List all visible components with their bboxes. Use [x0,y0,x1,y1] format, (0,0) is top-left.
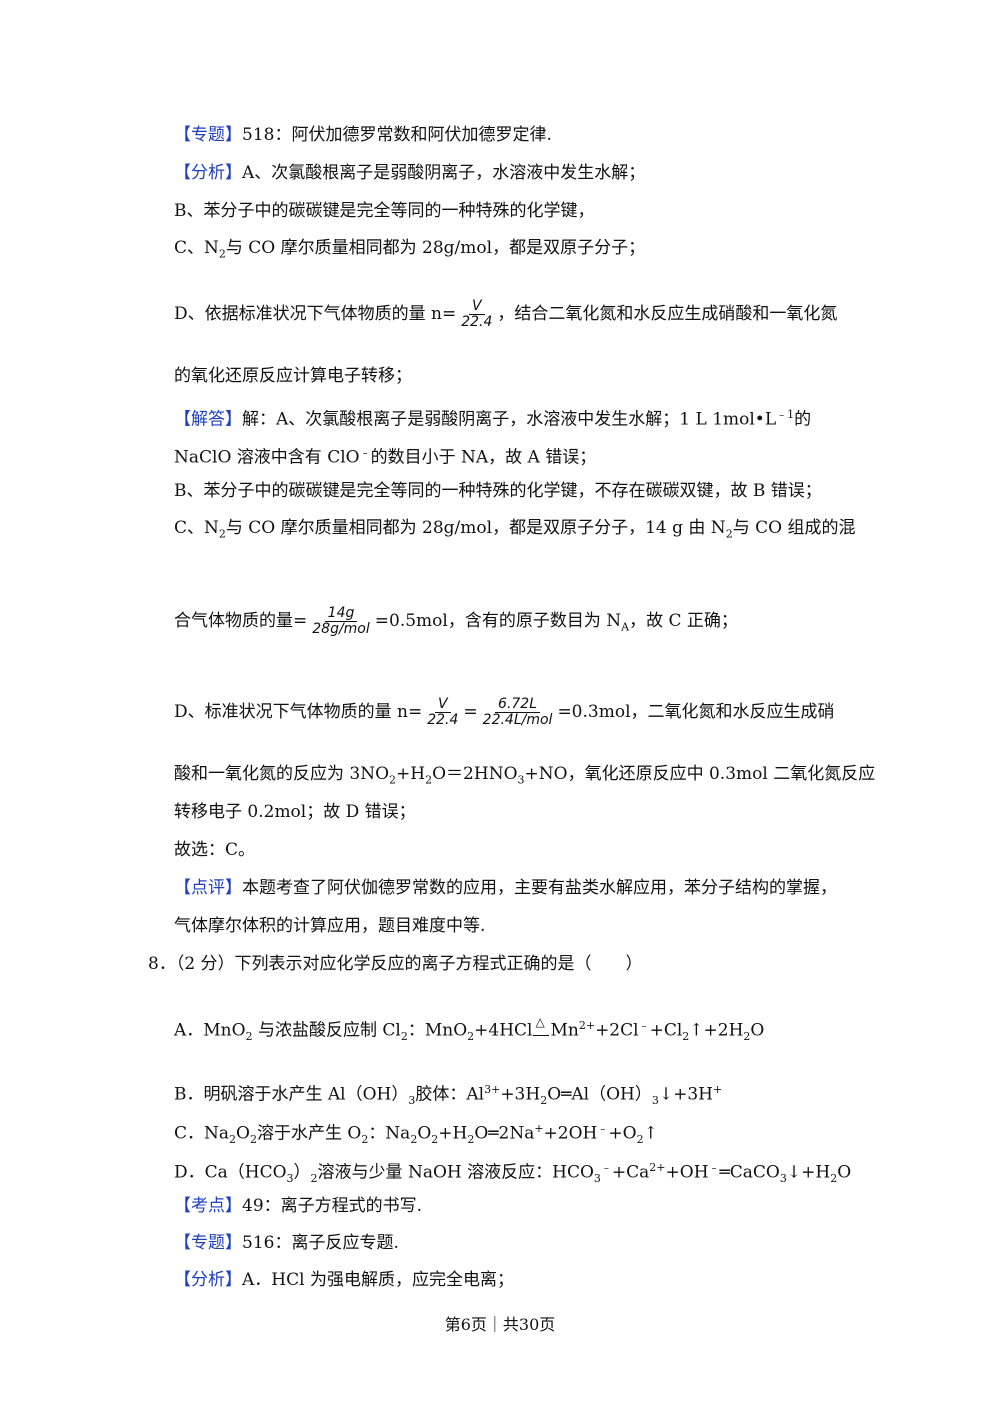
knowledge-tag: 【考点】 [174,1196,242,1216]
page-footer: 第6页｜共30页 [444,1315,556,1334]
topic-text: 518：阿伏加德罗常数和阿伏加德罗定律. [242,125,552,145]
option-a: A．MnO2 与浓盐酸反应制 Cl2：MnO2+4HCl△Mn2++2Cl﹣+C… [174,1015,764,1048]
heat-condition: △ [535,1014,545,1029]
question-8: 8．（2 分）下列表示对应化学反应的离子方程式正确的是（ ） [148,954,643,974]
analysis-c-line: C、N2与 CO 摩尔质量相同都为 28g/mol，都是双原子分子； [174,238,646,261]
comment-line: 【点评】本题考查了阿伏伽德罗常数的应用，主要有盐类水解应用，苯分子结构的掌握， [174,878,837,898]
topic2-line: 【专题】516：离子反应专题. [174,1233,399,1253]
analysis2-line: 【分析】A．HCl 为强电解质，应完全电离； [174,1270,514,1290]
solution-d-cont2: 转移电子 0.2mol；故 D 错误； [174,802,416,822]
option-b: B．明矾溶于水产生 Al（OH）3胶体：Al3++3H2O═Al（OH）3↓+3… [174,1083,723,1108]
option-c: C．Na2O2溶于水产生 O2：Na2O2+H2O═2Na++2OH﹣+O2↑ [174,1122,658,1147]
solution-a-cont: NaClO 溶液中含有 ClO﹣的数目小于 NA，故 A 错误； [174,446,597,468]
knowledge-line: 【考点】49：离子方程式的书写. [174,1196,423,1216]
solution-c-line: C、N2与 CO 摩尔质量相同都为 28g/mol，都是双原子分子，14 g 由… [174,518,856,541]
solution-b-line: B、苯分子中的碳碳键是完全等同的一种特殊的化学键，不存在碳碳双键，故 B 错误； [174,481,822,501]
option-d: D．Ca（HCO3）2溶液与少量 NaOH 溶液反应：HCO3﹣+Ca2++OH… [174,1161,852,1186]
comment-cont: 气体摩尔体积的计算应用，题目难度中等. [174,916,486,936]
analysis-tag: 【分析】 [174,163,242,183]
comment-tag: 【点评】 [174,878,242,898]
answer-line: 故选：C。 [174,840,256,860]
analysis-line: 【分析】A、次氯酸根离子是弱酸阴离子，水溶液中发生水解； [174,162,645,184]
topic2-tag: 【专题】 [174,1233,242,1253]
analysis-text: A、次氯酸根离子是弱酸阴离子，水溶液中发生水解； [242,163,646,183]
topic-line: 【专题】518：阿伏加德罗常数和阿伏加德罗定律. [174,124,552,146]
analysis2-tag: 【分析】 [174,1270,242,1290]
analysis-b-line: B、苯分子中的碳碳键是完全等同的一种特殊的化学键， [174,201,595,221]
solution-d-cont: 酸和一氧化氮的反应为 3NO2+H2O＝2HNO3+NO，氧化还原反应中 0.3… [174,764,876,787]
solution-line: 【解答】解：A、次氯酸根离子是弱酸阴离子，水溶液中发生水解；1 L 1mol•L… [174,408,812,430]
solution-tag: 【解答】 [174,409,242,430]
topic-tag: 【专题】 [174,125,242,145]
analysis-d-cont: 的氧化还原反应计算电子转移； [174,366,412,386]
